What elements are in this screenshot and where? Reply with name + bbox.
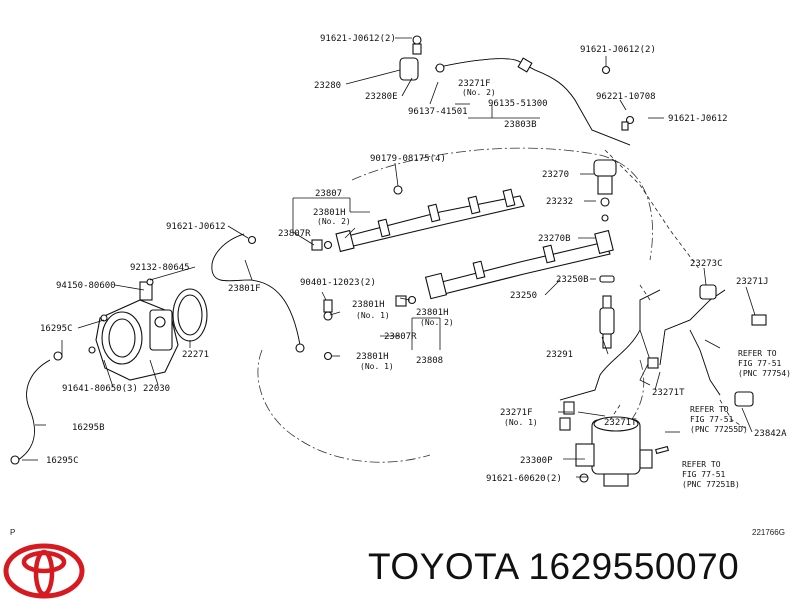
upper-fuel-pipe <box>399 35 635 146</box>
label-91621-j0612-left: 91621-J0612 <box>166 222 226 232</box>
fuel-injector <box>599 275 615 349</box>
toyota-logo-icon <box>3 543 85 599</box>
label-90401-12023: 90401-12023(2) <box>300 278 376 288</box>
label-ref-77754-line3: (PNC 77754) <box>738 369 791 378</box>
label-96137-41501: 96137-41501 <box>408 107 468 117</box>
label-ref-77255d-line3: (PNC 77255D) <box>690 425 748 434</box>
label-23250: 23250 <box>510 291 537 301</box>
label-23801h-no1-lower: 23801H <box>356 352 389 362</box>
label-23807: 23807 <box>315 189 342 199</box>
label-ref-77754-line2: FIG 77-51 <box>738 359 782 368</box>
label-23271f-no1: 23271F <box>500 408 533 418</box>
label-23803b: 23803B <box>504 120 537 130</box>
label-ref-77255d-line1: REFER TO <box>690 405 729 414</box>
label-23250b: 23250B <box>556 275 589 285</box>
label-90179-08175: 90179-08175(4) <box>370 154 446 164</box>
label-94150-80600: 94150-80600 <box>56 281 116 291</box>
label-23801h-no1-mid-sub: (No. 1) <box>356 311 390 320</box>
label-23280e: 23280E <box>365 92 398 102</box>
label-91621-j0612-2-top: 91621-J0612(2) <box>320 34 396 44</box>
label-23801h-no2-lower-sub: (No. 2) <box>420 318 454 327</box>
diagram-code: 221766G <box>752 528 785 537</box>
label-91621-j0612-2-right: 91621-J0612(2) <box>580 45 656 55</box>
label-91621-j0612-right: 91621-J0612 <box>668 114 728 124</box>
vsv-canister <box>575 416 669 487</box>
label-91621-60620: 91621-60620(2) <box>486 474 562 484</box>
label-16295c-upper: 16295C <box>40 324 73 334</box>
label-23801h-no2-upper-sub: (No. 2) <box>317 217 351 226</box>
fuel-lines-lower <box>559 284 767 431</box>
fuel-delivery-pipe-upper <box>335 185 525 253</box>
label-23280: 23280 <box>314 81 341 91</box>
label-23801h-no1-lower-sub: (No. 1) <box>360 362 394 371</box>
brand-part-number: TOYOTA 1629550070 <box>368 546 740 587</box>
label-23291: 23291 <box>546 350 573 360</box>
label-23232: 23232 <box>546 197 573 207</box>
fuel-delivery-pipe-lower <box>424 229 614 300</box>
label-23300p: 23300P <box>520 456 553 466</box>
label-ref-77251b-line2: FIG 77-51 <box>682 470 726 479</box>
label-ref-77754-line1: REFER TO <box>738 349 777 358</box>
label-23270: 23270 <box>542 170 569 180</box>
label-23271f-no2: 23271F <box>458 79 491 89</box>
label-23807r-lower: 23807R <box>384 332 417 342</box>
label-ref-77251b-line1: REFER TO <box>682 460 721 469</box>
label-23271f-no2-sub: (No. 2) <box>462 88 496 97</box>
label-23842a: 23842A <box>754 429 787 439</box>
label-ref-77251b-line3: (PNC 77251B) <box>682 480 740 489</box>
label-23801h-no2-upper: 23801H <box>313 208 346 218</box>
label-22030: 22030 <box>143 384 170 394</box>
pressure-regulator <box>593 159 617 222</box>
label-16295c-lower: 16295C <box>46 456 79 466</box>
label-23271t-lower: 23271T <box>604 418 637 428</box>
corner-mark: P <box>10 528 16 537</box>
label-23273c: 23273C <box>690 259 723 269</box>
label-96135-51300: 96135-51300 <box>488 99 548 109</box>
label-23801f: 23801F <box>228 284 261 294</box>
part-labels: 91621-J0612(2) 23280 23280E 96137-41501 … <box>40 34 791 489</box>
label-23801h-no2-lower: 23801H <box>416 308 449 318</box>
label-91641-80650: 91641-80650(3) <box>62 384 138 394</box>
label-ref-77255d-line2: FIG 77-51 <box>690 415 734 424</box>
label-92132-80645: 92132-80645 <box>130 263 190 273</box>
label-23271f-no1-sub: (No. 1) <box>504 418 538 427</box>
label-22271: 22271 <box>182 350 209 360</box>
label-23271t-upper: 23271T <box>652 388 685 398</box>
label-23807r-upper: 23807R <box>278 229 311 239</box>
label-23801h-no1-mid: 23801H <box>352 300 385 310</box>
coolant-hose-16295b <box>10 346 96 465</box>
label-23808: 23808 <box>416 356 443 366</box>
label-16295b: 16295B <box>72 423 105 433</box>
label-23270b: 23270B <box>538 234 571 244</box>
label-96221-10708: 96221-10708 <box>596 92 656 102</box>
gasket-22271 <box>172 288 208 342</box>
label-23271j: 23271J <box>736 277 769 287</box>
throttle-body <box>95 278 179 381</box>
fuel-pipe-23801f <box>211 233 305 353</box>
